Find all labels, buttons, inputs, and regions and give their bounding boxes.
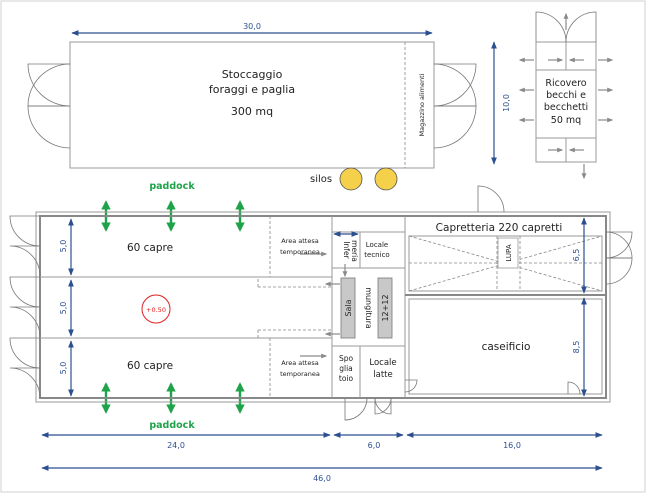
shelter-line3: becchetti: [544, 102, 588, 113]
pen-bottom-dimension-label: 5,0: [59, 362, 68, 375]
milk-room-line1: Locale: [369, 358, 396, 368]
paddock-bottom-label: paddock: [149, 420, 195, 431]
right-length-label: 16,0: [503, 441, 521, 450]
silo-2: [374, 167, 398, 191]
storage-depth-label: 10,0: [502, 94, 511, 112]
milking-rail-right: [377, 277, 393, 339]
waiting-bottom-line1: Area attesa: [281, 359, 318, 367]
waiting-bottom-line2: temporanea: [280, 370, 320, 378]
flow-arrows: [300, 251, 348, 359]
milking-rail-left: [340, 277, 356, 339]
shelter-area: 50 mq: [551, 115, 581, 126]
goat-house-title: Capretteria 220 capretti: [436, 222, 563, 234]
lupa-label: LUPA: [505, 244, 513, 261]
storage-area: 300 mq: [231, 105, 273, 118]
silo-1: [339, 167, 363, 191]
storage-title-line2: foraggi e paglia: [209, 83, 295, 96]
level-marker-circle: [141, 294, 171, 324]
main-length-label: 24,0: [167, 441, 185, 450]
tech-room-line1: Locale: [366, 241, 388, 249]
main-building: [9, 185, 633, 421]
milk-room-line2: latte: [373, 370, 392, 380]
shelter-line1: Ricovero: [545, 78, 586, 89]
goat-house-dimension-label: 6,5: [572, 249, 581, 262]
infirmary-line2: meria: [350, 240, 359, 262]
milking-count-label: 12+12: [381, 294, 390, 321]
changing-line3: toio: [339, 374, 354, 383]
changing-line1: Spo: [339, 354, 354, 363]
storage-width-label: 30,0: [243, 22, 261, 31]
storage-side-label: Magazzino alimenti: [418, 73, 426, 136]
storage-building: [27, 41, 477, 169]
waiting-top-line2: temporanea: [280, 248, 320, 256]
pen-mid-dimension-label: 5,0: [59, 302, 68, 315]
paddock-top-label: paddock: [149, 181, 195, 192]
service-length-label: 6,0: [368, 441, 381, 450]
lupa-box: [497, 237, 519, 269]
tech-room-line2: tecnico: [364, 251, 389, 259]
dairy-label: caseificio: [482, 341, 531, 353]
waiting-top-line1: Area attesa: [281, 237, 318, 245]
dairy-dimension-label: 8,5: [572, 341, 581, 354]
storage-title-line1: Stoccaggio: [222, 68, 283, 81]
changing-line2: glia: [339, 364, 353, 373]
pen-top-dimension-label: 5,0: [59, 240, 68, 253]
pen-bottom-label: 60 capre: [127, 360, 173, 372]
shelter-line2: becchi e: [546, 90, 586, 101]
total-length-label: 46,0: [313, 474, 331, 483]
infirmary-line1: Infer: [342, 241, 351, 259]
milking-hall-label: Sala: [344, 299, 353, 316]
shelter-building: [518, 11, 614, 180]
goat-house-title-bg: [434, 220, 564, 234]
silos-label: silos: [310, 174, 332, 185]
level-marker-label: +0.50: [146, 306, 166, 314]
pen-top-label: 60 capre: [127, 242, 173, 254]
milking-word-label: mungitura: [364, 287, 373, 329]
